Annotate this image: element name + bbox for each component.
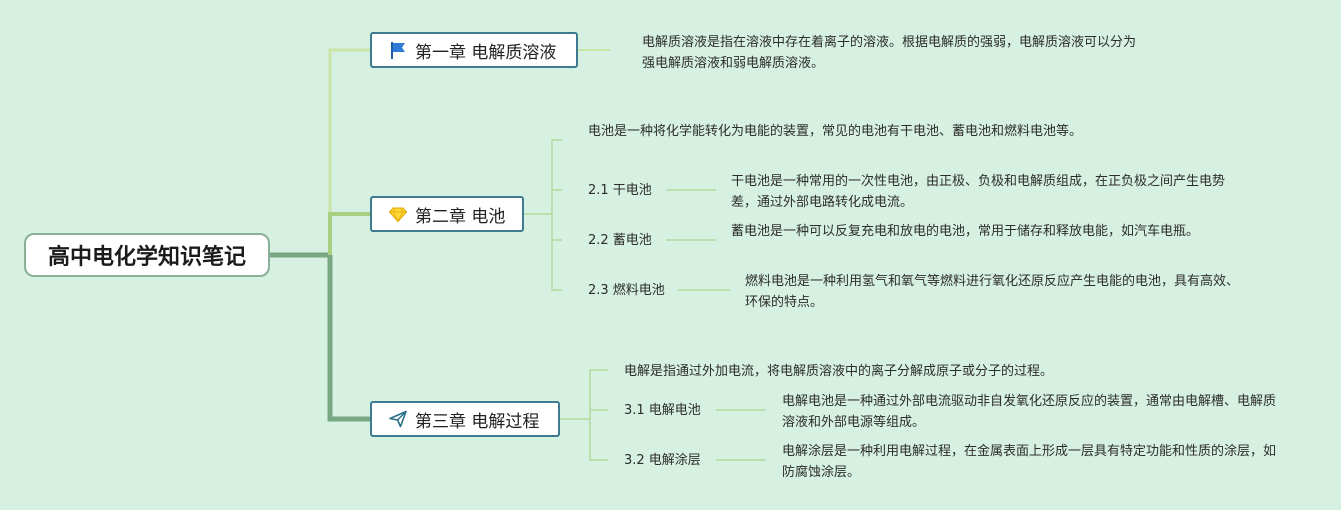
chapter-1-node[interactable]: 第一章 电解质溶液 (370, 32, 578, 68)
ch3-bracket (589, 369, 608, 461)
flag-icon (387, 39, 409, 61)
chapter-2-node[interactable]: 第二章 电池 (370, 196, 524, 232)
root-node[interactable]: 高中电化学知识笔记 (24, 233, 270, 277)
section-2-3-label[interactable]: 2.3 燃料电池 (588, 283, 665, 298)
diamond-icon (387, 203, 409, 225)
ch2-bracket (551, 139, 562, 291)
chapter-3-title: 第三章 电解过程 (415, 411, 540, 432)
chapter-1-title: 第一章 电解质溶液 (415, 42, 557, 63)
branch-ch1 (328, 48, 370, 250)
chapter-2-description: 电池是一种将化学能转化为电能的装置，常见的电池有干电池、蓄电池和燃料电池等。 (588, 124, 1083, 139)
section-2-1-description: 干电池是一种常用的一次性电池，由正极、负极和电解质组成，在正负极之间产生电势差，… (731, 174, 1226, 210)
root-title: 高中电化学知识笔记 (47, 245, 246, 270)
section-2-1-label[interactable]: 2.1 干电池 (588, 183, 652, 198)
section-3-2-description: 电解涂层是一种利用电解过程，在金属表面上形成一层具有特定功能和性质的涂层，如防腐… (782, 444, 1277, 480)
section-2-3-description: 燃料电池是一种利用氢气和氧气等燃料进行氧化还原反应产生电能的电池，具有高效、环保… (745, 274, 1240, 310)
chapter-3-description: 电解是指通过外加电流，将电解质溶液中的离子分解成原子或分子的过程。 (624, 364, 1054, 379)
section-3-1-description: 电解电池是一种通过外部电流驱动非自发氧化还原反应的装置，通常由电解槽、电解质溶液… (782, 394, 1277, 430)
chapter-2-title: 第二章 电池 (415, 206, 506, 227)
section-3-1-label[interactable]: 3.1 电解电池 (624, 403, 701, 418)
branch-ch2 (328, 212, 370, 255)
branch-ch3 (327, 255, 370, 422)
section-2-2-description: 蓄电池是一种可以反复充电和放电的电池，常用于储存和释放电能，如汽车电瓶。 (731, 224, 1200, 239)
chapter-1-description: 电解质溶液是指在溶液中存在着离子的溶液。根据电解质的强弱，电解质溶液可以分为强电… (642, 35, 1137, 71)
section-3-2-label[interactable]: 3.2 电解涂层 (624, 453, 701, 468)
section-2-2-label[interactable]: 2.2 蓄电池 (588, 233, 652, 248)
paper-plane-icon (387, 408, 409, 430)
chapter-3-node[interactable]: 第三章 电解过程 (370, 401, 560, 437)
